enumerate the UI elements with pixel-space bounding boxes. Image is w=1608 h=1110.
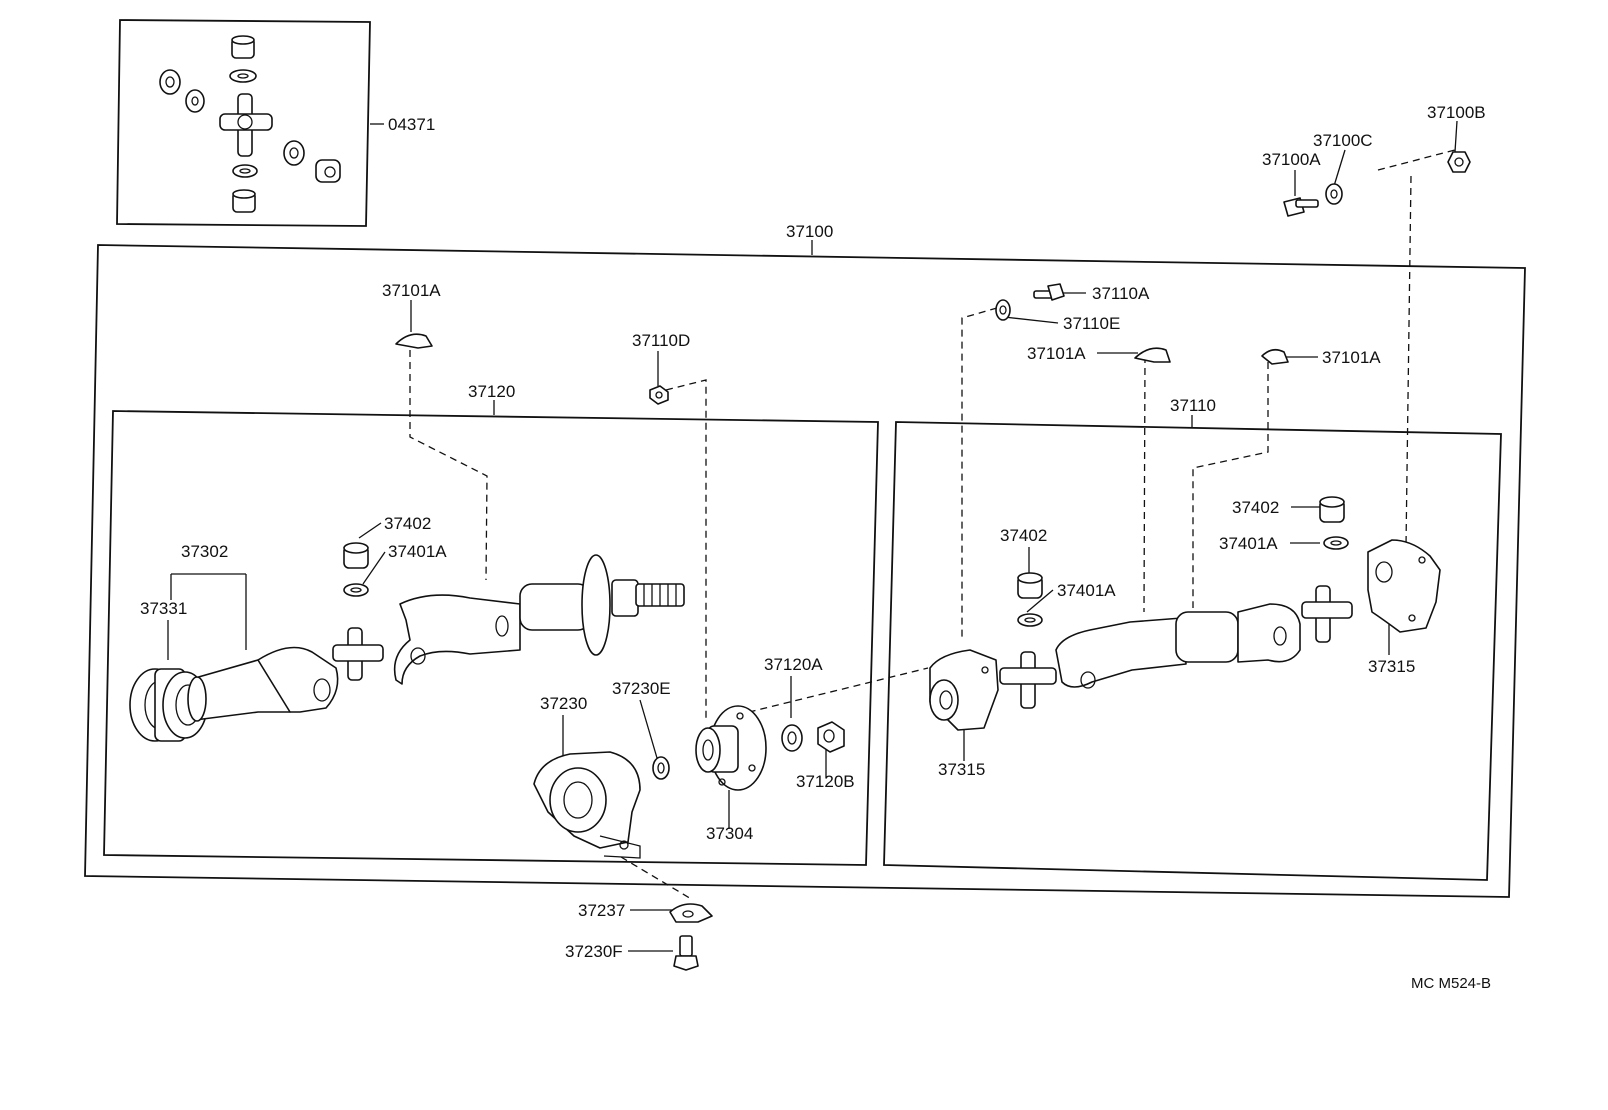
part-number-labels: 04371 37100 37100A 37100B 37100C 37101A …: [140, 103, 1491, 992]
label-37101a-left: 37101A: [382, 281, 441, 300]
label-37110e: 37110E: [1063, 314, 1120, 333]
label-37237: 37237: [578, 901, 625, 920]
nut-37110d: [649, 385, 669, 405]
label-37100a: 37100A: [1262, 150, 1321, 169]
label-37120a: 37120A: [764, 655, 823, 674]
label-37402-mid: 37402: [1000, 526, 1047, 545]
front-shaft-parts: [129, 542, 845, 859]
alignment-dashes: [409, 149, 1456, 901]
label-37100b: 37100B: [1427, 103, 1486, 122]
label-37331: 37331: [140, 599, 187, 618]
label-37120b: 37120B: [796, 772, 855, 791]
rear-shaft-parts: [929, 496, 1441, 731]
label-37230: 37230: [540, 694, 587, 713]
label-37101a-mid: 37101A: [1027, 344, 1086, 363]
label-37304: 37304: [706, 824, 753, 843]
label-37100: 37100: [786, 222, 833, 241]
label-37230f: 37230F: [565, 942, 623, 961]
label-37302: 37302: [181, 542, 228, 561]
label-37110d: 37110D: [632, 331, 690, 350]
label-37402-left: 37402: [384, 514, 431, 533]
rear-shaft-frame: [883, 421, 1502, 881]
drawing-code: MC M524-B: [1411, 975, 1491, 992]
label-37401a-mid: 37401A: [1057, 581, 1116, 600]
label-37110: 37110: [1170, 396, 1216, 415]
label-37101a-right: 37101A: [1322, 348, 1381, 367]
label-37402-right: 37402: [1232, 498, 1279, 517]
label-37120: 37120: [468, 382, 515, 401]
label-04371: 04371: [388, 115, 435, 134]
label-37100c: 37100C: [1313, 131, 1373, 150]
universal-joint-kit-frame: [116, 19, 371, 227]
label-37230e: 37230E: [612, 679, 671, 698]
label-37315-mid: 37315: [938, 760, 985, 779]
universal-joint-kit-drawing: [159, 35, 341, 213]
clamp-clips: [395, 333, 1289, 365]
propeller-shaft-assembly-frame: [84, 244, 1526, 898]
label-37401a-left: 37401A: [388, 542, 447, 561]
label-37110a: 37110A: [1092, 284, 1150, 303]
front-shaft-frame: [103, 410, 879, 866]
flange-bolt-washer-nut: [1283, 151, 1471, 217]
label-37401a-right: 37401A: [1219, 534, 1278, 553]
support-bracket-and-bolt: [669, 903, 713, 971]
label-37315-right: 37315: [1368, 657, 1415, 676]
bolt-and-washer-37110: [995, 283, 1065, 321]
